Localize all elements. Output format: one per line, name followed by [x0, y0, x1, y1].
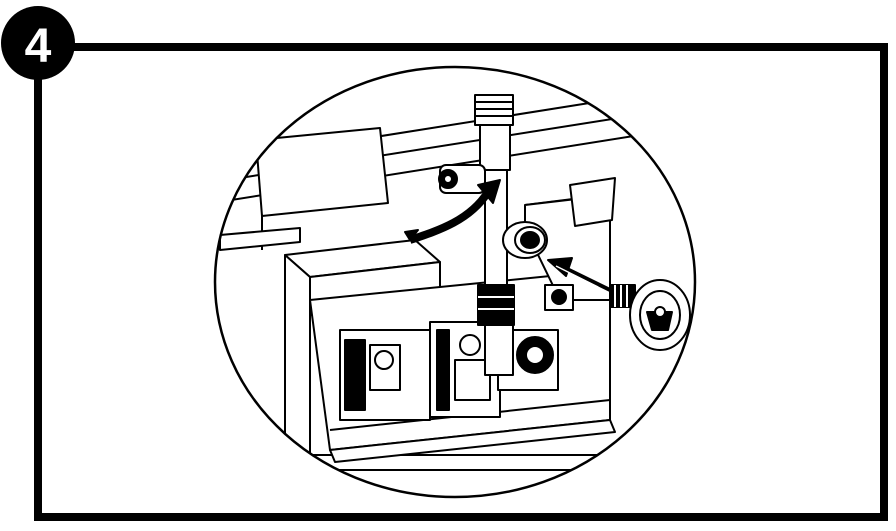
step-badge: 4: [1, 6, 75, 80]
rotate-arrow-icon: [404, 179, 501, 244]
step-number: 4: [25, 20, 52, 73]
insert-arrow-icon: [547, 257, 611, 292]
valve-socket: [502, 221, 574, 311]
shutoff-valve: [438, 164, 486, 194]
valve-key-tool: [609, 279, 691, 351]
detail-view: [213, 65, 697, 499]
flush-mechanism: [339, 321, 559, 421]
step-frame: [34, 43, 888, 521]
